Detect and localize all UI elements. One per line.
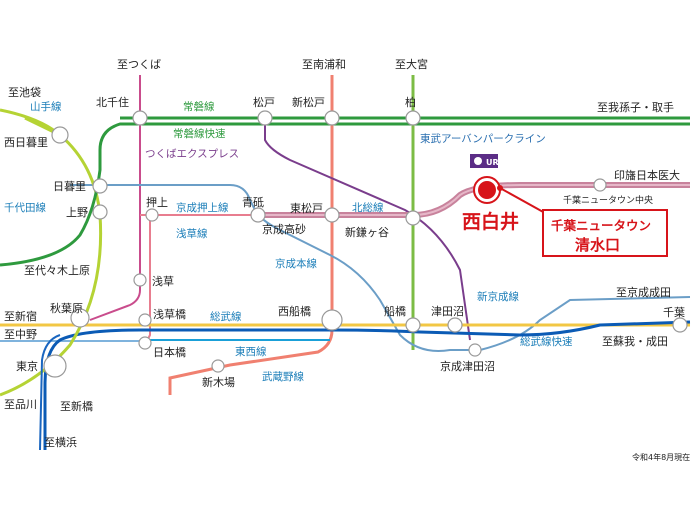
station-marker-kashiwa [405, 110, 421, 126]
dest-tsukuba: 至つくば [117, 58, 161, 71]
station-marker-funabashi [405, 317, 421, 333]
label-aoto: 青砥 [242, 196, 264, 209]
station-marker-chiba [672, 317, 688, 333]
keihin-line [39, 334, 61, 451]
label-shin-kamagaya: 新鎌ヶ谷 [345, 225, 389, 239]
station-marker-nishi-nippori [51, 126, 69, 144]
station-marker-ueno [92, 204, 108, 220]
ur-logo: UR [470, 154, 499, 168]
label-kashiwa: 柏 [405, 95, 416, 109]
label-ueno: 上野 [66, 206, 88, 219]
dest-ikebukuro: 至池袋 [8, 85, 41, 99]
station-marker-shin-kiba [211, 359, 225, 373]
dest-abiko-toride: 至我孫子・取手 [597, 100, 674, 114]
purple-line [264, 118, 471, 341]
chiyoda-line [0, 122, 690, 267]
station-marker-tokyo [43, 354, 67, 378]
date-note: 令和4年8月現在 [632, 452, 690, 462]
station-marker-inzai [593, 178, 607, 192]
callout-pointer-dot [497, 185, 503, 191]
line-label-chiyoda: 千代田線 [4, 201, 46, 214]
hokuso-line-inner [258, 184, 690, 216]
station-marker-asakusa [133, 273, 147, 287]
station-marker-matsudo [257, 110, 273, 126]
label-chiba: 千葉 [663, 305, 685, 319]
line-label-musashino: 武蔵野線 [262, 370, 304, 383]
line-label-joban-rapid: 常磐線快速 [173, 127, 226, 140]
label-tokyo: 東京 [16, 359, 38, 373]
line-label-tsukuba-express: つくばエクスプレス [145, 148, 239, 160]
callout-line2: 清水口 [575, 236, 620, 254]
dest-yokohama: 至横浜 [44, 435, 77, 449]
label-shin-kiba: 新木場 [202, 375, 235, 389]
line-label-yamanote: 山手線 [30, 100, 62, 113]
line-label-hokuso: 北総線 [352, 201, 384, 214]
label-asakusa: 浅草 [152, 275, 174, 288]
keisei-main-line [70, 184, 691, 352]
dest-shinagawa: 至品川 [4, 398, 37, 411]
label-nishi-nippori: 西日暮里 [4, 135, 48, 149]
svg-text:UR: UR [486, 158, 499, 167]
station-marker-shin-matsudo [324, 110, 340, 126]
station-marker-nippori [92, 178, 108, 194]
label-matsudo: 松戸 [253, 95, 275, 109]
dest-omiya: 至大宮 [395, 57, 428, 71]
nishi-shiroi-station-dot [478, 181, 496, 199]
line-label-asakusa-line: 浅草線 [176, 227, 208, 240]
label-keisei-tsudanuma: 京成津田沼 [440, 359, 495, 373]
station-marker-shin-kamagaya [405, 210, 421, 226]
label-akihabara: 秋葉原 [50, 301, 83, 315]
line-label-keisei-main: 京成本線 [275, 257, 317, 270]
label-nishi-funabashi: 西船橋 [278, 304, 311, 318]
line-label-tozai: 東西線 [235, 345, 267, 358]
dest-shimbashi: 至新橋 [60, 399, 93, 413]
dest-nakano: 至中野 [4, 328, 37, 341]
station-marker-keisei-tsudanuma [468, 343, 482, 357]
dest-soga-narita: 至蘇我・成田 [602, 335, 668, 348]
label-chiba-nt-chuo: 千葉ニュータウン中央 [563, 194, 653, 206]
line-label-shin-keisei: 新京成線 [477, 290, 519, 303]
dest-shinjuku: 至新宿 [4, 309, 37, 323]
label-shin-matsudo: 新松戸 [292, 95, 325, 109]
label-asakusabashi: 浅草橋 [153, 307, 186, 321]
dest-minami-urawa: 至南浦和 [302, 58, 346, 71]
line-label-sobu-rapid: 総武線快速 [520, 335, 573, 348]
line-label-tobu-urban-park: 東武アーバンパークライン [420, 132, 546, 145]
line-label-keisei-oshiage: 京成押上線 [176, 201, 229, 214]
callout-box [542, 209, 668, 257]
label-funabashi: 船橋 [384, 304, 406, 318]
dest-keisei-narita: 至京成成田 [616, 285, 671, 299]
line-label-joban: 常磐線 [183, 100, 215, 113]
label-oshiage: 押上 [146, 195, 168, 209]
station-marker-akihabara [70, 308, 90, 328]
line-label-sobu: 総武線 [210, 310, 242, 323]
dest-yoyogi-uehara: 至代々木上原 [24, 264, 90, 277]
callout-pointer [499, 187, 546, 214]
label-inzai: 印旛日本医大 [614, 168, 680, 182]
tsukuba-express-line [89, 75, 141, 321]
label-nihombashi: 日本橋 [153, 345, 186, 359]
label-tsudanuma: 津田沼 [431, 304, 464, 318]
station-marker-aoto [250, 207, 266, 223]
label-nishi-shiroi: 西白井 [462, 210, 519, 233]
station-marker-kita-senju [132, 110, 148, 126]
station-marker-higashi-matsudo [324, 207, 340, 223]
callout-line1: 千葉ニュータウン [551, 218, 651, 233]
station-marker-oshiage [145, 208, 159, 222]
station-marker-asakusabashi [138, 313, 152, 327]
label-nippori: 日暮里 [53, 179, 86, 193]
label-kita-senju: 北千住 [96, 95, 129, 109]
label-higashi-matsudo: 東松戸 [290, 201, 323, 215]
station-marker-tsudanuma [447, 317, 463, 333]
station-marker-nihombashi [138, 336, 152, 350]
label-keisei-takasago: 京成高砂 [262, 222, 306, 236]
station-marker-nishi-funabashi [321, 309, 343, 331]
